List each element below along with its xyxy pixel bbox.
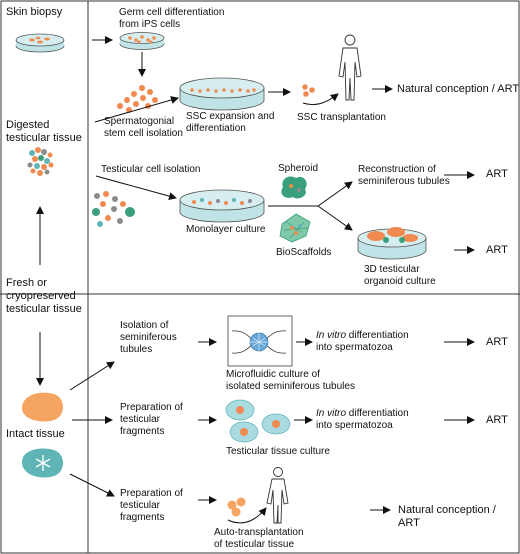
preparation-fragments-label-2: Preparation of testicular fragments bbox=[120, 488, 183, 523]
skin-biopsy-label: Skin biopsy bbox=[6, 6, 63, 18]
art-label-3: ART bbox=[486, 336, 508, 348]
invitro-rest-1: differentiation bbox=[346, 330, 409, 341]
monolayer-dish-icon bbox=[179, 189, 265, 223]
arrow-intact-to-prep2 bbox=[69, 473, 115, 497]
art-label-2: ART bbox=[486, 244, 508, 256]
invitro-rest-2: differentiation bbox=[346, 408, 409, 419]
invitro-italic-2: In vitro bbox=[316, 408, 347, 419]
arrow-digested-to-monolayer bbox=[95, 175, 177, 201]
fresh-tissue-label: Fresh or cryopreserved testicular tissue bbox=[6, 277, 82, 315]
spheroid-icon bbox=[281, 176, 307, 199]
natural-conception-label-1: Natural conception / ART bbox=[397, 83, 520, 95]
tissue-culture-icon bbox=[225, 399, 291, 443]
ssc-cells-icon bbox=[117, 85, 158, 113]
tissue-culture-label: Testicular tissue culture bbox=[226, 446, 330, 457]
auto-transplant-fragments-icon bbox=[227, 497, 246, 517]
human-figure-icon bbox=[338, 34, 362, 101]
digested-tissue-label: Digested testicular tissue bbox=[6, 119, 82, 144]
natural-conception-label-2: Natural conception / ART bbox=[398, 504, 496, 529]
arrow-branch-to-organoid bbox=[317, 205, 353, 231]
bioscaffold-icon bbox=[279, 213, 311, 243]
spheroid-label: Spheroid bbox=[278, 163, 319, 174]
testicular-cell-isolation-label: Testicular cell isolation bbox=[101, 164, 201, 175]
microfluidic-chip-icon bbox=[227, 315, 293, 367]
ssc-expansion-label: SSC expansion and differentiation bbox=[186, 111, 275, 134]
intact-tissue-blob-icon bbox=[22, 392, 63, 422]
isolated-testicular-cells-icon bbox=[92, 191, 135, 227]
ssc-transplant-label: SSC transplantation bbox=[297, 112, 386, 123]
arrow-curve-to-human2 bbox=[227, 507, 267, 524]
arrow-intact-to-isolation bbox=[69, 361, 115, 391]
art-label-1: ART bbox=[486, 168, 508, 180]
bioscaffolds-label: BioScaffolds bbox=[276, 247, 332, 258]
ipsc-dish-icon bbox=[119, 32, 165, 50]
skin-biopsy-dish-icon bbox=[15, 33, 65, 53]
human-figure-icon bbox=[266, 467, 289, 524]
organoid-culture-label: 3D testicular organoid culture bbox=[364, 264, 436, 287]
arrow-digested-to-ssc-dish bbox=[94, 96, 179, 123]
monolayer-culture-label: Monolayer culture bbox=[186, 224, 266, 235]
art-label-4: ART bbox=[486, 414, 508, 426]
ssc-isolation-label: Spermatogonial stem cell isolation bbox=[104, 116, 183, 139]
auto-transplantation-label: Auto-transplantation of testicular tissu… bbox=[214, 527, 304, 550]
invitro-line2-1: into spermatozoa bbox=[316, 342, 393, 353]
reconstruction-label: Reconstruction of seminiferous tubules bbox=[358, 164, 450, 187]
germ-cell-label: Germ cell differentiation from iPS cells bbox=[119, 7, 225, 30]
arrow-branch-to-reconstruction bbox=[317, 181, 353, 207]
snowflake-icon bbox=[35, 455, 51, 471]
arrow-curve-to-human1 bbox=[302, 93, 339, 106]
invitro-italic-1: In vitro bbox=[316, 330, 347, 341]
digested-tissue-cluster-icon bbox=[27, 147, 54, 176]
organoid-dish-icon bbox=[357, 227, 427, 260]
isolation-tubules-label: Isolation of seminiferous tubules bbox=[120, 320, 177, 355]
preparation-fragments-label-1: Preparation of testicular fragments bbox=[120, 402, 183, 437]
invitro-line2-2: into spermatozoa bbox=[316, 420, 393, 431]
ssc-transplant-cells-icon bbox=[302, 84, 315, 97]
microfluidic-label: Microfluidic culture of isolated seminif… bbox=[226, 369, 355, 392]
ssc-expansion-dish-icon bbox=[179, 77, 265, 111]
intact-tissue-label: Intact tissue bbox=[6, 428, 65, 440]
